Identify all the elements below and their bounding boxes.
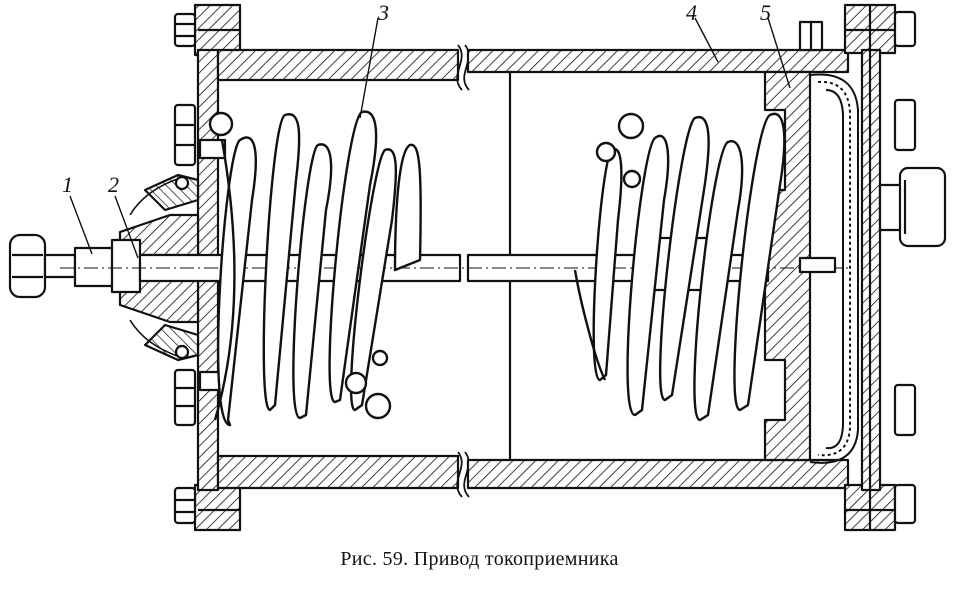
cylinder-housing-left: [216, 48, 460, 490]
figure-caption: Рис. 59. Привод токоприемника: [340, 548, 619, 570]
callout-1: 1: [62, 172, 73, 197]
compression-spring-left: [208, 110, 422, 427]
air-inlet-fitting: [878, 166, 947, 248]
compression-spring-right: [573, 112, 786, 422]
pantograph-drive-drawing: 1 2 3 4 5: [8, 0, 947, 532]
end-nut: [8, 233, 142, 299]
leader-lines: [69, 17, 791, 259]
right-end-flange: [843, 3, 897, 532]
callout-5: 5: [760, 0, 771, 25]
piston: [763, 70, 812, 462]
callout-3: 3: [377, 0, 389, 25]
callout-4: 4: [686, 0, 697, 25]
callout-2: 2: [108, 172, 119, 197]
flange-bolts-right: [798, 10, 917, 525]
diaphragm: [809, 73, 859, 464]
